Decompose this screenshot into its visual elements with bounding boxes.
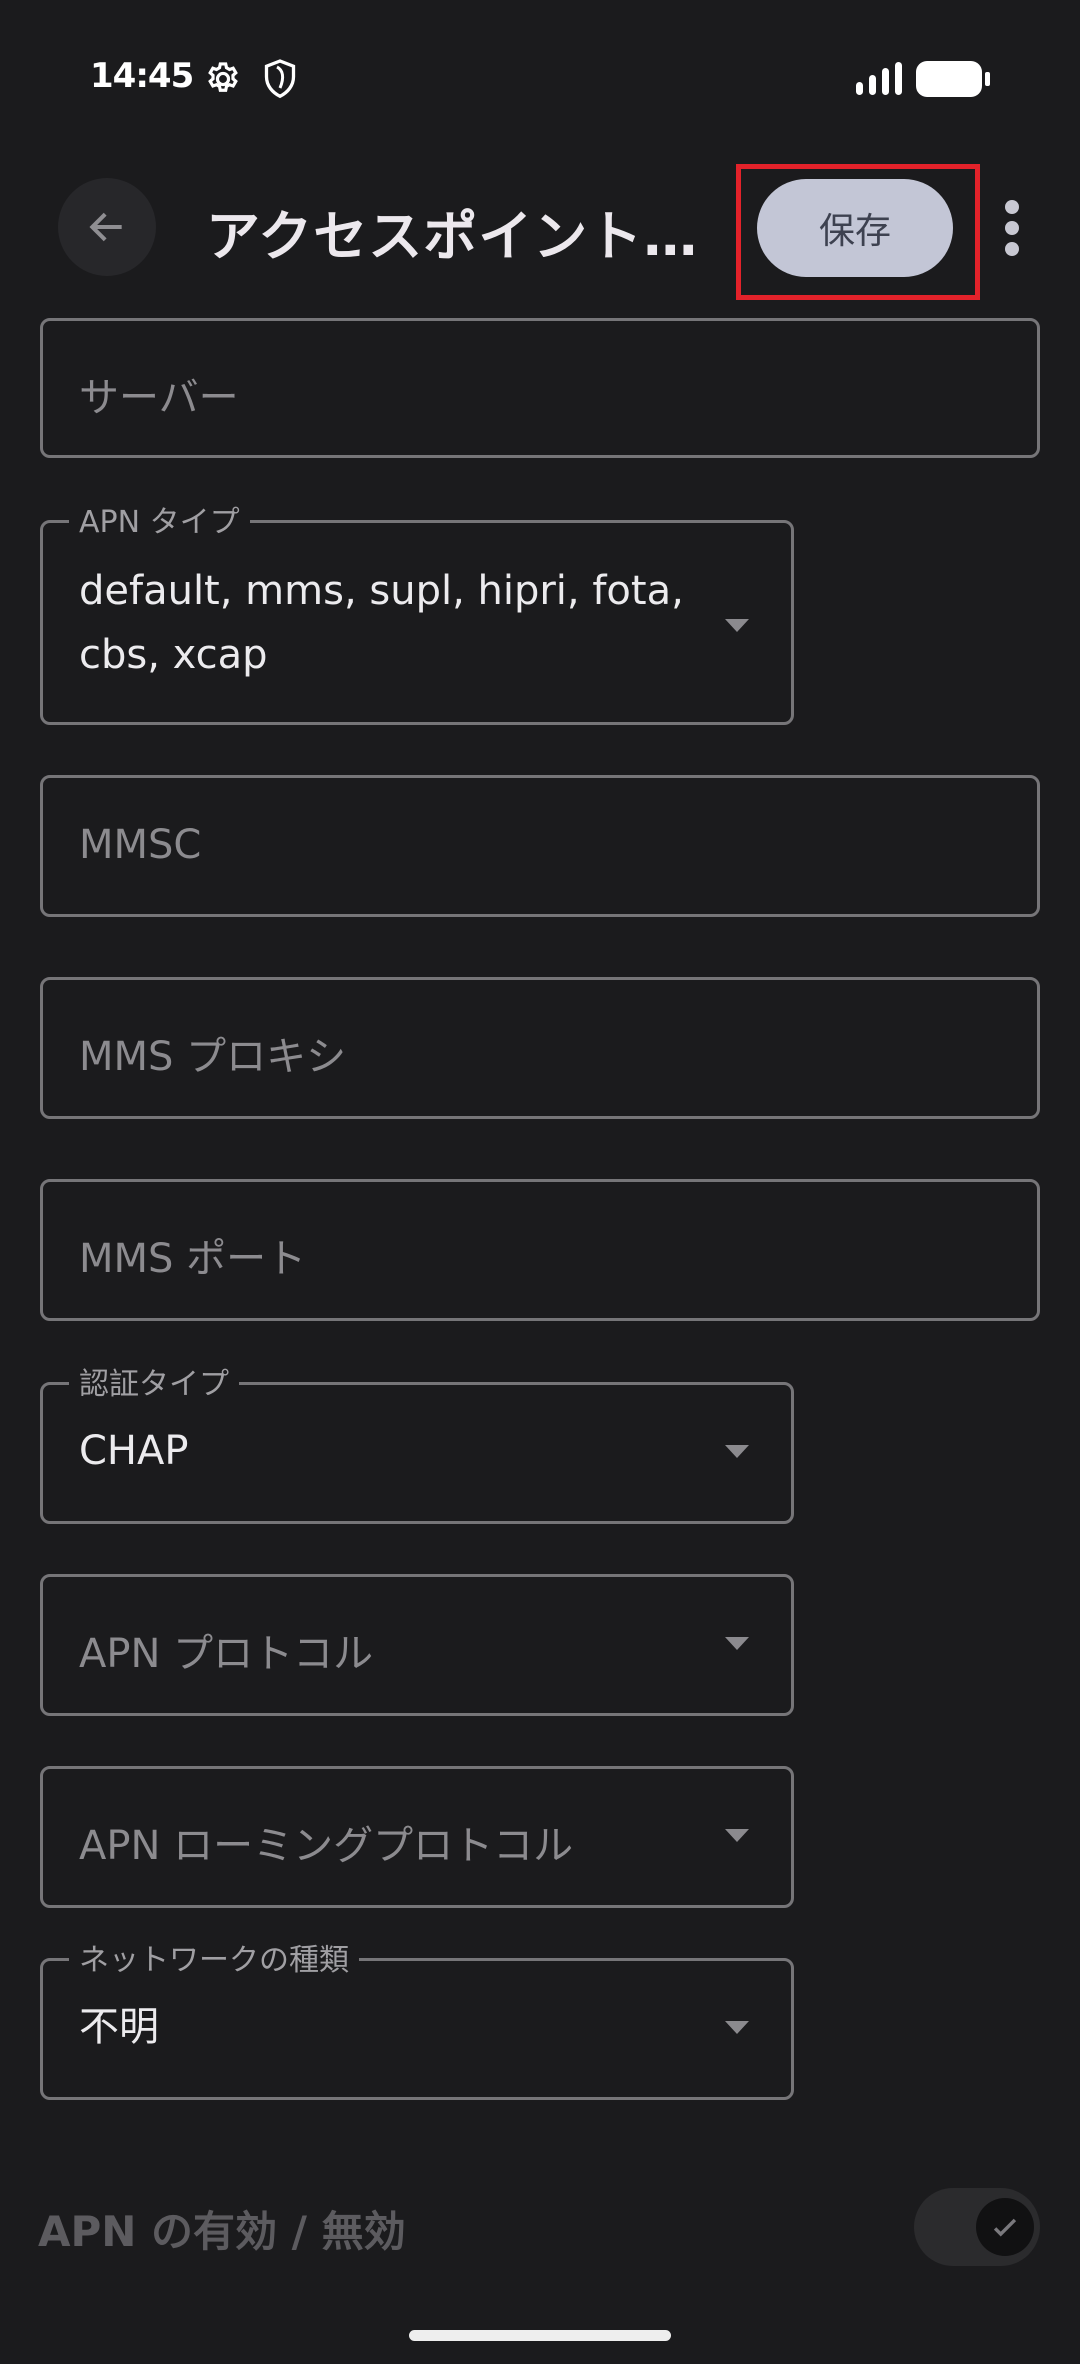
mms-proxy-placeholder: MMS プロキシ — [79, 1034, 347, 1080]
network-type-dropdown[interactable]: ネットワークの種類 不明 — [40, 1935, 794, 2100]
battery-icon — [916, 61, 990, 97]
save-button-highlight — [736, 164, 980, 300]
apn-protocol-placeholder: APN プロトコル — [79, 1631, 374, 1677]
page-title: アクセスポイント… — [206, 205, 699, 268]
apn-type-label: APN タイプ — [69, 497, 250, 541]
more-options-button[interactable] — [998, 200, 1026, 256]
mmsc-input[interactable]: MMSC — [40, 775, 1040, 917]
arrow-back-icon — [89, 212, 122, 242]
network-type-label: ネットワークの種類 — [69, 1935, 359, 1979]
status-time: 14:45 — [90, 56, 194, 96]
apn-enable-label: APN の有効 / 無効 — [38, 2207, 406, 2256]
network-type-value: 不明 — [79, 2004, 159, 2050]
check-icon — [993, 2218, 1017, 2237]
apn-type-value: default, mms, supl, hipri, fota, cbs, xc… — [79, 568, 684, 678]
apn-roaming-protocol-placeholder: APN ローミングプロトコル — [79, 1823, 574, 1869]
auth-type-label: 認証タイプ — [69, 1359, 239, 1403]
auth-type-value: CHAP — [79, 1428, 189, 1474]
server-placeholder: サーバー — [79, 375, 239, 421]
more-vert-icon — [1005, 200, 1019, 214]
dropdown-arrow-icon — [725, 1637, 749, 1650]
save-button[interactable]: 保存 — [757, 179, 953, 277]
apn-protocol-dropdown[interactable]: APN プロトコル — [40, 1574, 794, 1716]
home-indicator[interactable] — [409, 2330, 671, 2341]
apn-enable-row: APN の有効 / 無効 — [0, 2170, 1080, 2290]
auth-type-dropdown[interactable]: 認証タイプ CHAP — [40, 1359, 794, 1524]
shield-icon — [264, 59, 296, 99]
dropdown-arrow-icon — [725, 1445, 749, 1458]
dropdown-arrow-icon — [725, 1829, 749, 1842]
mms-proxy-input[interactable]: MMS プロキシ — [40, 977, 1040, 1119]
mms-port-input[interactable]: MMS ポート — [40, 1179, 1040, 1321]
dropdown-arrow-icon — [725, 619, 749, 632]
back-button[interactable] — [58, 178, 156, 276]
signal-icon — [856, 62, 902, 95]
app-bar: アクセスポイント… — [0, 170, 1080, 290]
mmsc-placeholder: MMSC — [79, 822, 202, 868]
toggle-thumb — [976, 2198, 1034, 2256]
apn-enable-toggle[interactable] — [914, 2188, 1040, 2266]
apn-type-dropdown[interactable]: APN タイプ default, mms, supl, hipri, fota,… — [40, 497, 794, 725]
server-input[interactable]: サーバー — [40, 318, 1040, 458]
dropdown-arrow-icon — [725, 2021, 749, 2034]
gear-icon — [208, 62, 238, 92]
mms-port-placeholder: MMS ポート — [79, 1236, 307, 1282]
apn-roaming-protocol-dropdown[interactable]: APN ローミングプロトコル — [40, 1766, 794, 1908]
status-bar: 14:45 — [0, 0, 1080, 160]
